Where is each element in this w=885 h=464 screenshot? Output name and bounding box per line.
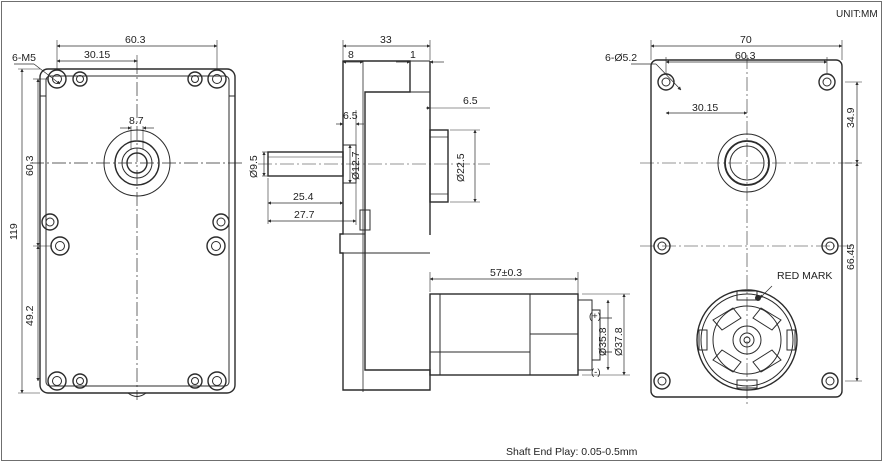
side-shaft-len2-dim: 27.7 [294,209,315,221]
side-depth-dim: 33 [380,34,392,46]
front-width-dim: 60.3 [125,34,146,46]
front-lower-height-dim: 49.2 [24,305,36,326]
side-motor-dia1-dim: Ø35.8 [597,327,609,356]
rear-hole-offset-dim: 30.15 [692,102,719,114]
front-shaft-flat-dim: 8.7 [129,115,144,127]
motor-end-cap [696,289,798,391]
front-view [14,40,245,400]
side-motor-dia2-dim: Ø37.8 [613,327,625,356]
side-shaft-len1-dim: 25.4 [293,191,314,203]
rear-mid-offset-dim: 66.45 [845,243,857,270]
rear-hole-width-dim: 60.3 [735,50,756,62]
rear-top-offset-dim: 34.9 [845,107,857,128]
rear-view [631,40,862,405]
side-shaft-end-dim: 6.5 [343,110,358,122]
front-hole-callout: 6-M5 [12,52,36,64]
rear-hole-callout: 6-Ø5.2 [605,52,638,64]
rear-mount-holes [653,73,839,390]
side-boss-depth-dim: 6.5 [463,95,478,107]
side-shaft-dia-dim: Ø9.5 [248,155,260,178]
side-lip-dim: 1 [410,49,416,61]
front-hole-offset-dim: 30.15 [84,49,111,61]
side-flange-dim: 8 [348,49,354,61]
front-total-height-dim: 119 [8,223,20,240]
rear-width-dim: 70 [740,34,752,46]
shaft-end-play-note: Shaft End Play: 0.05-0.5mm [506,446,638,458]
side-boss-dia-dim: Ø22.5 [455,153,467,182]
side-shaft-inner-dia-dim: Ø12.7 [350,151,362,180]
side-motor-length-dim: 57±0.3 [490,267,523,279]
front-upper-height-dim: 60.3 [24,155,36,176]
positive-terminal-label: (+) [589,311,601,322]
negative-terminal-label: (-) [591,367,601,378]
red-mark-label: RED MARK [777,270,833,282]
unit-label: UNIT:MM [836,9,878,20]
side-view [258,40,630,392]
